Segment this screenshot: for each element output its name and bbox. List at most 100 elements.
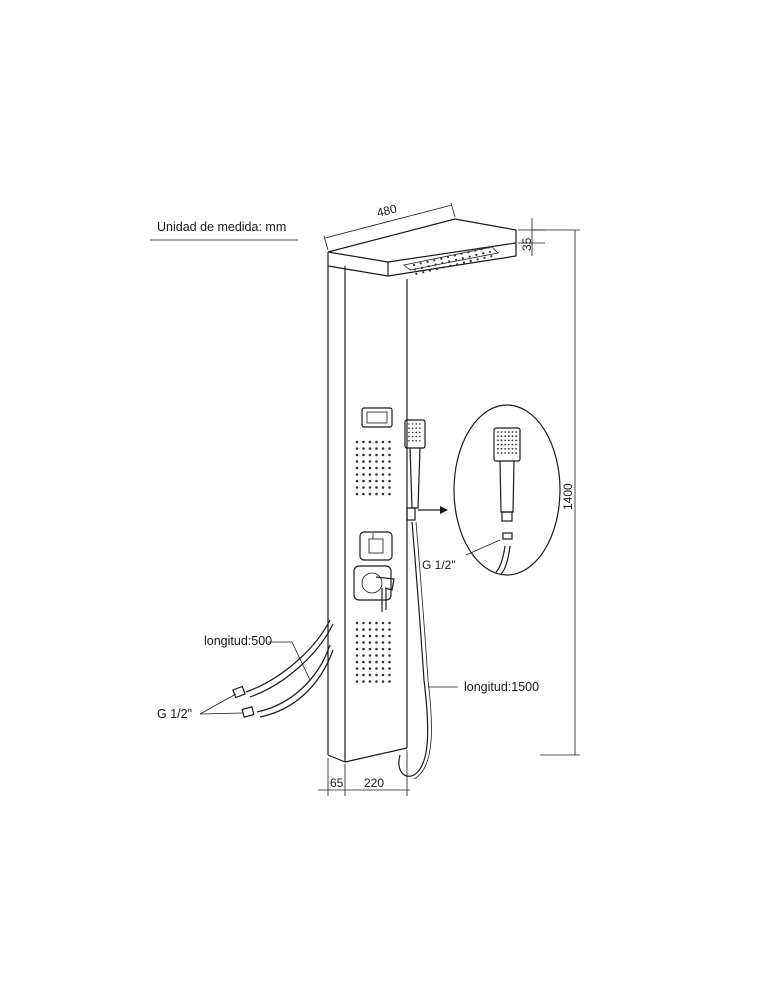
nozzle-dot (355, 641, 359, 644)
nozzle-dot (388, 460, 391, 463)
nozzle-dot (507, 443, 510, 446)
nozzle-dot (504, 443, 507, 446)
mixer-lever[interactable] (353, 565, 395, 612)
nozzle-dot (434, 263, 437, 266)
detail-ellipse (453, 404, 561, 576)
nozzle-dot (419, 431, 421, 434)
nozzle-dot (368, 473, 372, 476)
nozzle-dot (362, 492, 365, 496)
nozzle-dot (504, 431, 507, 433)
shower-hose-length-label: longitud:1500 (464, 680, 539, 694)
nozzle-dot (368, 621, 372, 625)
nozzle-dot (500, 452, 503, 454)
panel-width-label: 220 (364, 776, 384, 790)
nozzle-dot (362, 486, 365, 489)
nozzle-dot (375, 466, 378, 470)
nozzle-dot (460, 252, 463, 255)
nozzle-dot (500, 431, 503, 433)
nozzle-dot (355, 440, 359, 444)
body-jets-upper (355, 440, 391, 496)
nozzle-dot (375, 680, 378, 683)
top-thickness-label: 35 (520, 237, 534, 251)
nozzle-dot (511, 447, 514, 450)
nozzle-dot (422, 271, 425, 274)
top-width-label: 480 (375, 201, 398, 220)
nozzle-dot (388, 673, 391, 677)
nozzle-dot (415, 423, 418, 425)
nozzle-dot (408, 423, 410, 425)
nozzle-dot (355, 466, 359, 470)
nozzle-dot (368, 680, 372, 683)
nozzle-dot (388, 667, 391, 670)
nozzle-dot (355, 680, 359, 683)
nozzle-dot (362, 660, 365, 664)
nozzle-dot (368, 647, 372, 651)
nozzle-dot (515, 439, 517, 442)
nozzle-dot (507, 439, 510, 442)
nozzle-dot (355, 673, 359, 677)
nozzle-dot (355, 479, 359, 483)
nozzle-dot (362, 634, 365, 638)
nozzle-dot (415, 272, 418, 275)
nozzle-dot (368, 673, 372, 677)
inlet-thread-label: G 1/2" (157, 707, 192, 721)
nozzle-dot (355, 453, 359, 457)
nozzle-dot (381, 466, 385, 470)
nozzle-dot (415, 431, 418, 434)
nozzle-dot (415, 435, 418, 438)
nozzle-dot (355, 647, 359, 651)
nozzle-dot (388, 641, 391, 644)
nozzle-dot (355, 460, 359, 463)
shower-hose (398, 521, 429, 777)
nozzle-dot (368, 492, 372, 496)
nozzle-dot (362, 641, 365, 644)
nozzle-dot (442, 266, 445, 269)
inlet-hoses (232, 619, 334, 718)
nozzle-dot (500, 443, 503, 446)
nozzle-dot (511, 443, 514, 446)
nozzle-dot (375, 641, 378, 644)
nozzle-dot (388, 654, 391, 657)
nozzle-dot (362, 479, 365, 483)
nozzle-dot (497, 435, 499, 438)
total-height-label: 1400 (561, 483, 575, 510)
nozzle-dot (381, 447, 385, 450)
nozzle-dot (375, 473, 378, 476)
nozzle-dot (381, 440, 385, 444)
nozzle-dot (408, 431, 410, 434)
nozzle-dot (375, 628, 378, 631)
nozzle-dot (504, 452, 507, 454)
nozzle-dot (515, 447, 517, 450)
nozzle-dot (381, 486, 385, 489)
nozzle-dot (375, 667, 378, 670)
temperature-display (361, 407, 393, 428)
nozzle-dot (435, 267, 438, 271)
nozzle-dot (381, 473, 385, 476)
nozzle-dot (381, 453, 385, 457)
nozzle-dot (368, 634, 372, 638)
shower-column (327, 266, 408, 763)
nozzle-dot (388, 447, 391, 450)
nozzle-dot (381, 680, 385, 683)
nozzle-dot (375, 479, 378, 483)
nozzle-dot (375, 460, 378, 463)
nozzle-dot (355, 486, 359, 489)
nozzle-dot (388, 680, 391, 683)
nozzle-dot (511, 452, 514, 454)
shower-hose-inner (413, 521, 432, 780)
nozzle-dot (375, 492, 378, 496)
nozzle-dot (368, 628, 372, 631)
diverter-knob[interactable] (359, 531, 393, 561)
nozzle-dot (368, 440, 372, 444)
nozzle-dot (515, 435, 517, 438)
inlet-thread-leader-1 (199, 693, 237, 715)
nozzle-dot (355, 667, 359, 670)
nozzle-dot (362, 647, 365, 651)
nozzle-dot (428, 269, 432, 272)
nozzle-dot (462, 261, 466, 264)
nozzle-dot (362, 673, 365, 677)
nozzle-dot (362, 453, 365, 457)
nozzle-dot (388, 486, 391, 489)
nozzle-dot (490, 255, 493, 258)
nozzle-dot (381, 634, 385, 638)
